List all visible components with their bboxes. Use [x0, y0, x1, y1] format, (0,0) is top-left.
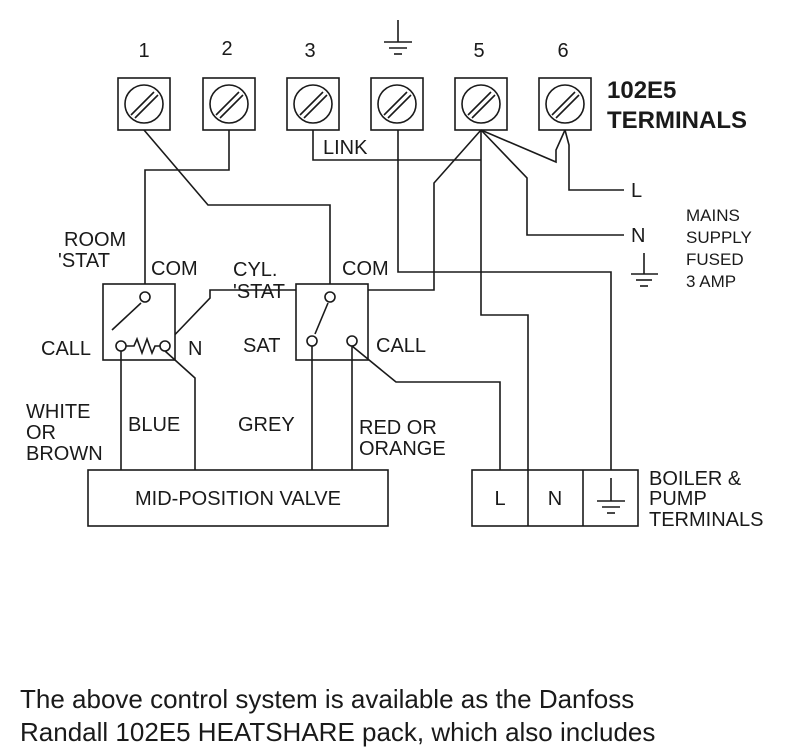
wire-label-white: WHITE — [26, 401, 90, 423]
terminals-title-line1: 102E5 — [607, 77, 676, 104]
wire-label-or: OR — [26, 422, 56, 444]
mains-line-2: SUPPLY — [686, 228, 752, 247]
wire-label-grey: GREY — [238, 414, 295, 436]
room-stat-n-label: N — [188, 338, 202, 360]
wire-t1-cylstat-com — [143, 129, 331, 296]
wire-label-red-or: RED OR — [359, 417, 437, 439]
room-stat-call-label: CALL — [41, 338, 91, 360]
terminal-block-1 — [117, 77, 171, 131]
boiler-n-label: N — [548, 488, 562, 510]
terminal-number-5: 5 — [473, 40, 484, 62]
cyl-stat-name-1: CYL. — [233, 259, 277, 281]
mains-line-1: MAINS — [686, 206, 740, 225]
earth-symbol-top-icon — [384, 20, 412, 55]
valve-label: MID-POSITION VALVE — [135, 488, 341, 510]
room-stat-com-label: COM — [151, 258, 198, 280]
cyl-stat-name-2: 'STAT — [233, 281, 285, 303]
boiler-line-1: BOILER & — [649, 468, 742, 490]
room-stat-name-1: ROOM — [64, 229, 126, 251]
wire-earth — [397, 130, 612, 470]
mains-line-4: 3 AMP — [686, 272, 736, 291]
wire-label-brown: BROWN — [26, 443, 103, 465]
cyl-stat-sat-label: SAT — [243, 335, 280, 357]
mains-earth-icon — [631, 253, 658, 287]
terminal-block-6 — [538, 77, 592, 131]
wire-t5-boiler-n — [480, 130, 529, 470]
terminal-block-4-earth — [370, 77, 424, 131]
boiler-line-3: TERMINALS — [649, 509, 763, 531]
boiler-line-2: PUMP — [649, 488, 707, 510]
cyl-stat-switch — [295, 283, 369, 361]
boiler-earth-icon — [597, 478, 625, 514]
boiler-l-label: L — [494, 488, 505, 510]
terminal-number-3: 3 — [304, 40, 315, 62]
wire-t5-t6 — [480, 129, 566, 164]
wire-label-orange: ORANGE — [359, 438, 446, 460]
link-wire — [312, 130, 481, 161]
mains-l-label: L — [631, 180, 642, 202]
wire-t2-roomstat-com — [144, 130, 230, 296]
terminal-block-2 — [202, 77, 256, 131]
link-label: LINK — [323, 137, 368, 159]
wire-label-blue: BLUE — [128, 414, 180, 436]
mains-n-label: N — [631, 225, 645, 247]
terminal-block-5 — [454, 77, 508, 131]
caption-text: The above control system is available as… — [20, 683, 790, 749]
terminal-number-1: 1 — [138, 40, 149, 62]
caption-line-1: The above control system is available as… — [20, 684, 635, 714]
cyl-stat-com-label: COM — [342, 258, 389, 280]
mains-line-3: FUSED — [686, 250, 744, 269]
room-stat-name-2: 'STAT — [58, 250, 110, 272]
wire-t5-mains-n — [480, 129, 624, 236]
room-stat-switch — [102, 283, 176, 361]
mid-position-valve-box — [87, 469, 389, 527]
wire-blue — [164, 350, 196, 470]
wire-cylstat-call-boiler-l — [351, 345, 501, 470]
terminals-title-line2: TERMINALS — [607, 107, 747, 134]
caption-line-2: Randall 102E5 HEATSHARE pack, which also… — [20, 717, 656, 747]
terminal-block-3 — [286, 77, 340, 131]
terminal-number-6: 6 — [557, 40, 568, 62]
cyl-stat-call-label: CALL — [376, 335, 426, 357]
wire-t6-mains-l — [564, 129, 624, 191]
terminal-number-2: 2 — [221, 38, 232, 60]
